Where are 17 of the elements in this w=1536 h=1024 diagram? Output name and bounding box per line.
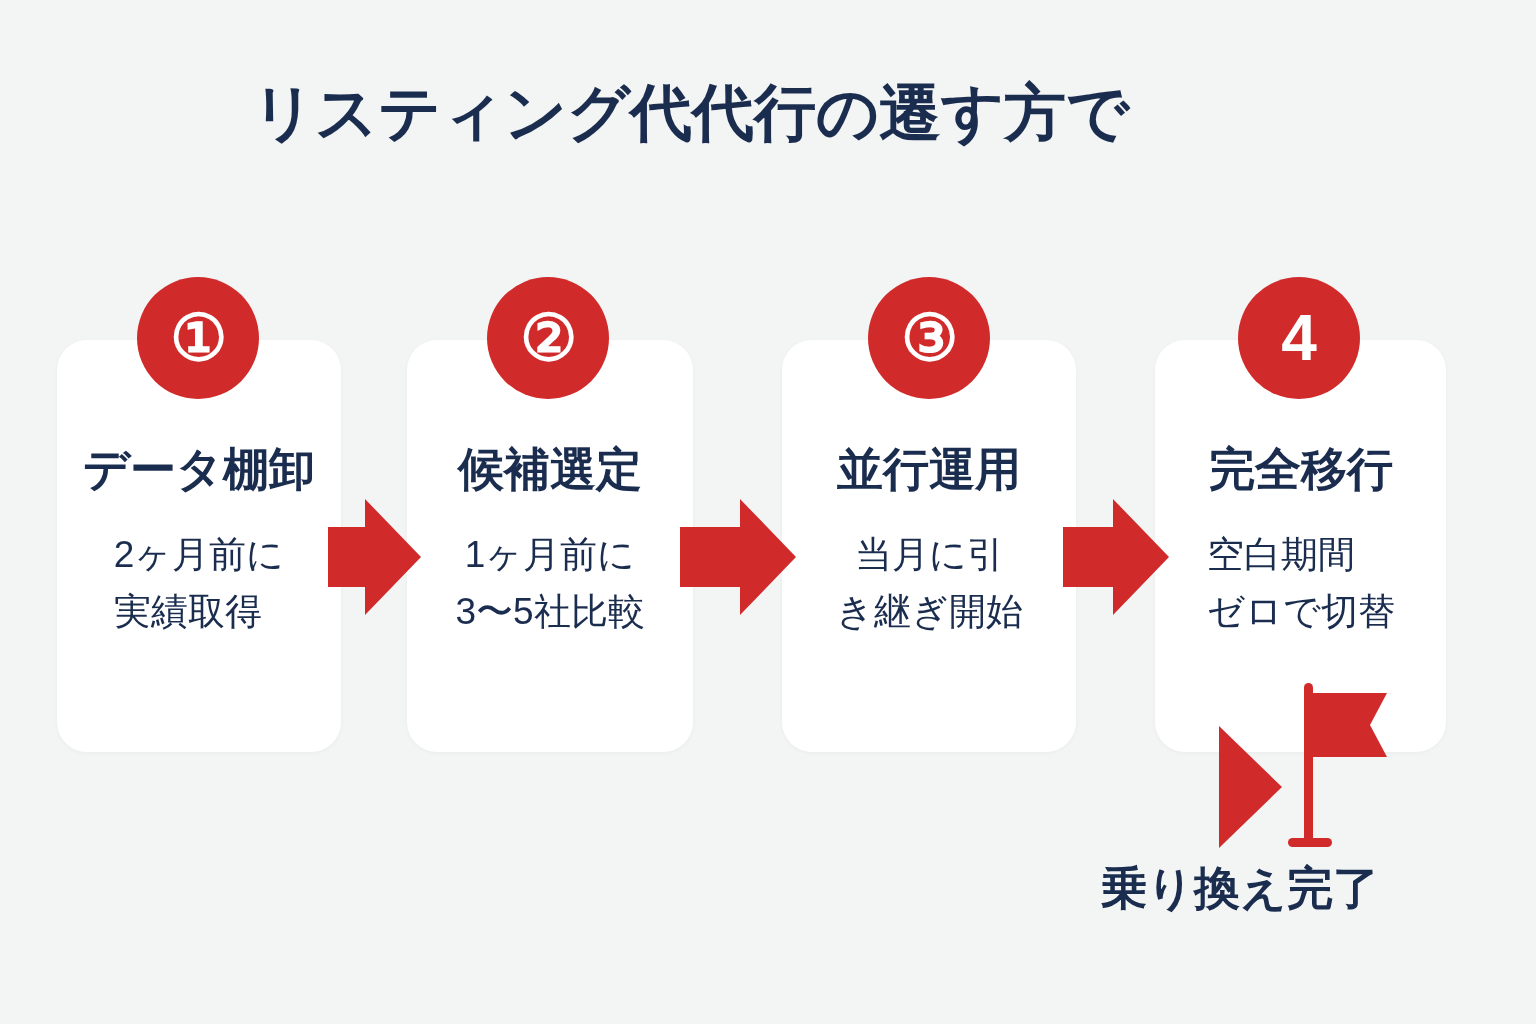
step-title: データ棚卸 <box>83 442 315 497</box>
step-number: 4 <box>1281 303 1317 373</box>
completion-label: 乗り換え完了 <box>1101 861 1379 916</box>
step-number: ③ <box>900 303 958 373</box>
step-description: 当月に引き継ぎ開始 <box>835 533 1023 634</box>
block-arrow <box>680 499 796 615</box>
step-description: 1ヶ月前に3〜5社比較 <box>455 533 645 634</box>
step-description: 空白期間ゼロで切替 <box>1206 533 1395 634</box>
block-arrow <box>328 499 421 615</box>
step-description: 2ヶ月前に実績取得 <box>113 533 285 634</box>
block-arrow <box>1063 499 1169 615</box>
diagram-title: リスティング代代行の遷す方で <box>252 77 1129 149</box>
step-title: 候補選定 <box>458 442 642 497</box>
step-title: 並行運用 <box>837 442 1021 497</box>
step-number: ① <box>169 303 227 373</box>
step-title: 完全移行 <box>1208 442 1393 497</box>
step-number: ② <box>519 303 577 373</box>
